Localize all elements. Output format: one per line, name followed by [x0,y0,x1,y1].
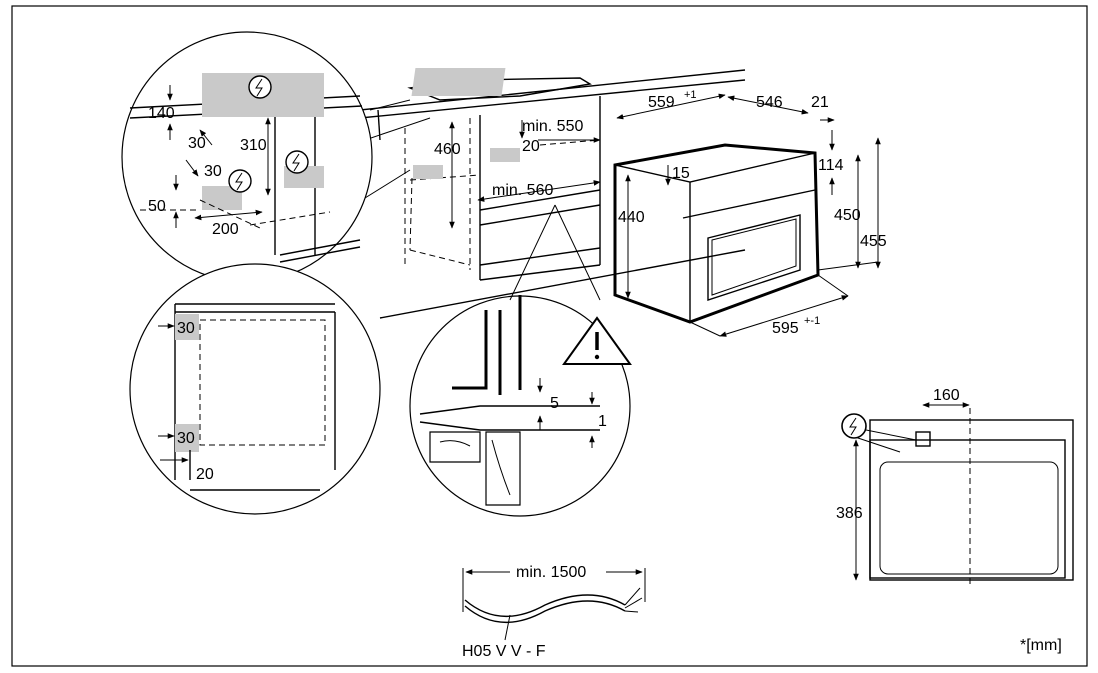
dim-559-tolerance: +1 [684,89,697,101]
dim-min-560: min. 560 [492,182,553,199]
oven-perspective: 559 +1 546 21 15 114 440 450 455 595 +-1 [613,89,887,337]
dim-440: 440 [618,209,645,226]
dim-546: 546 [756,94,783,111]
power-connection-icon [841,413,867,439]
power-cable: min. 1500 H05 V V - F [462,562,646,660]
power-connection-icon [285,150,309,174]
power-connection-icon [228,169,252,193]
dim-20: 20 [522,138,540,155]
warning-triangle-icon [562,316,632,365]
callout-connectors [364,99,431,199]
dim-1: 1 [598,413,607,430]
dim-460: 460 [434,141,461,158]
detail-circle-mounting: 5 1 [409,295,632,517]
dim-559: 559 [648,94,675,111]
dim-140: 140 [148,105,175,122]
dim-20-gap: 20 [196,466,214,483]
dim-160: 160 [933,387,960,404]
dim-310: 310 [240,137,267,154]
units-note: *[mm] [1020,637,1062,654]
dim-114: 114 [818,157,844,174]
dim-15: 15 [672,165,690,182]
cabinet-perspective: 460 min. 550 20 min. 560 [359,68,746,319]
dim-595-tolerance: +-1 [804,315,820,327]
detail-circle-power-zone: 140 310 30 30 50 200 [121,31,373,283]
dim-50: 50 [148,198,166,215]
cable-length-label: min. 1500 [516,564,586,581]
dim-595: 595 [772,320,799,337]
dim-30-bottom: 30 [177,430,195,447]
diagram-frame [11,5,1088,667]
detail-callout-lines [509,204,601,301]
dim-21: 21 [811,94,829,111]
dim-30-b: 30 [204,163,222,180]
dim-30-a: 30 [188,135,206,152]
dim-386: 386 [836,505,863,522]
dim-min-550: min. 550 [522,118,583,135]
cable-type-label: H05 V V - F [462,643,546,660]
power-connection-icon [248,75,272,99]
dim-5: 5 [550,395,559,412]
detail-circle-ventilation: 30 30 20 [129,263,381,515]
dim-30-top: 30 [177,320,195,337]
dim-455: 455 [860,233,887,250]
dim-200: 200 [212,221,239,238]
front-view: 160 386 [836,387,1074,588]
dim-450: 450 [834,207,861,224]
